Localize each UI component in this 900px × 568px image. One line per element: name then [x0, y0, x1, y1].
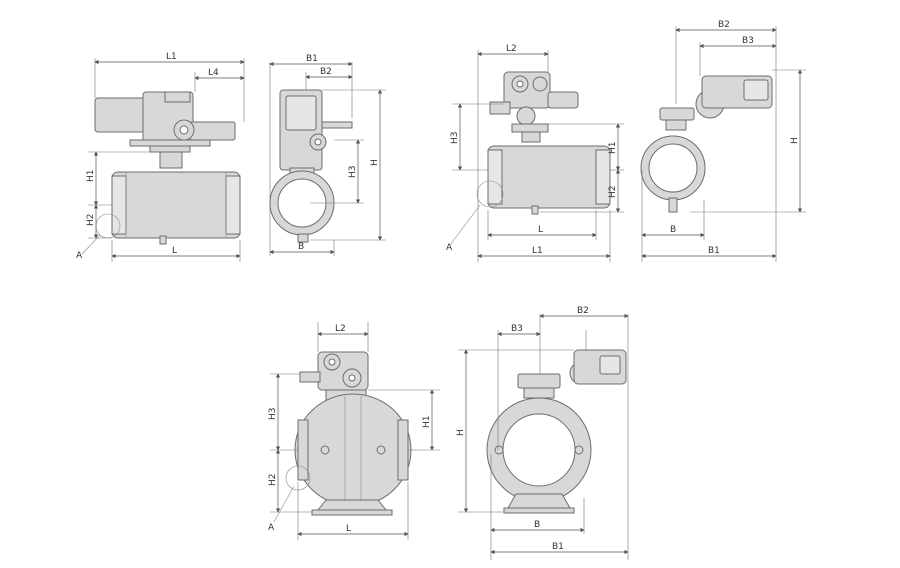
dim-B1-v4: B1 — [708, 246, 720, 256]
dim-L-v1: L — [172, 246, 177, 256]
detail-A-v1: A — [76, 251, 83, 261]
view-3-side-electric: L2 L L1 H3 H1 H2 A — [446, 44, 624, 262]
dim-H-v6: H — [456, 429, 466, 436]
view-1-side-gear: L1 L4 L H1 H2 A — [76, 52, 245, 262]
dim-H1-v5: H1 — [422, 416, 432, 429]
dim-L1-v3: L1 — [532, 246, 543, 256]
view-6-front-large: B2 B3 B B1 H — [456, 306, 629, 560]
dim-B-v6: B — [534, 520, 540, 530]
dim-H2-v5: H2 — [268, 474, 278, 487]
dim-L-v5: L — [346, 524, 351, 534]
dim-H1-v1: H1 — [86, 170, 96, 183]
dim-L4-v1: L4 — [208, 68, 219, 78]
dim-H-v2: H — [370, 159, 380, 166]
dim-L1-v1: L1 — [166, 52, 177, 62]
dim-L2-v5: L2 — [335, 324, 346, 334]
dim-B2-v6: B2 — [577, 306, 589, 316]
detail-A-v5: A — [268, 523, 275, 533]
dim-H2-v3: H2 — [608, 186, 618, 199]
dim-H3-v2: H3 — [348, 166, 358, 179]
dim-B-v2: B — [298, 242, 304, 252]
dim-B1-v2: B1 — [306, 54, 318, 64]
dim-H-v4: H — [790, 137, 800, 144]
dim-H1-v3: H1 — [608, 142, 618, 155]
dim-H3-v5: H3 — [268, 408, 278, 421]
dim-L-v3: L — [538, 225, 543, 235]
dim-B3-v4: B3 — [742, 36, 754, 46]
dim-B2-v2: B2 — [320, 67, 332, 77]
dim-B1-v6: B1 — [552, 542, 564, 552]
dim-B3-v6: B3 — [511, 324, 523, 334]
view-2-front-gear: B1 B2 B H H3 — [269, 54, 386, 256]
dim-H2-v1: H2 — [86, 214, 96, 227]
dim-B-v4: B — [670, 225, 676, 235]
dim-H3-v3: H3 — [450, 132, 460, 145]
view-5-side-large: L2 L H3 H2 H1 A — [268, 322, 440, 540]
view-4-front-electric: B2 B3 B B1 H — [640, 20, 806, 262]
dim-L2-v3: L2 — [506, 44, 517, 54]
detail-A-v3: A — [446, 243, 453, 253]
dim-B2-v4: B2 — [718, 20, 730, 30]
